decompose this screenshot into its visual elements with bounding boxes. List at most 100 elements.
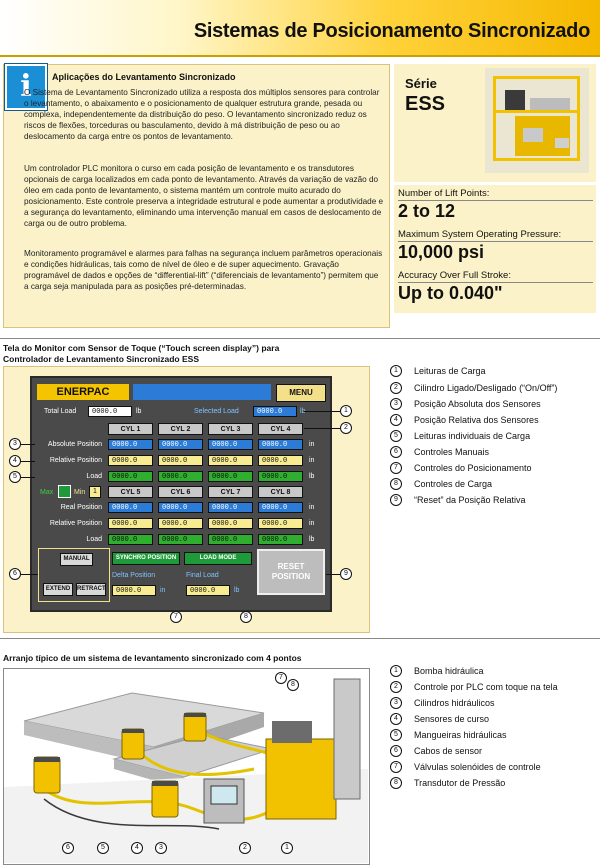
menu-button[interactable]: MENU xyxy=(276,384,326,402)
unit-label: in xyxy=(309,457,315,464)
callout-2: 2 xyxy=(340,422,352,434)
unit-label: in xyxy=(160,587,166,594)
header-divider xyxy=(0,55,600,57)
unit-label: in xyxy=(309,441,315,448)
spec-value-accuracy: Up to 0.040" xyxy=(398,283,503,303)
cyl-header-6[interactable]: CYL 6 xyxy=(158,486,203,498)
load-cyl4: 0000.0 xyxy=(258,471,303,482)
retract-button[interactable]: RETRACT xyxy=(76,583,106,596)
unit-label: in xyxy=(309,504,315,511)
legend-item: 9“Reset” da Posição Relativa xyxy=(390,494,526,506)
spec-divider xyxy=(398,282,593,283)
callout-5: 5 xyxy=(97,842,109,854)
callout-line xyxy=(326,574,340,575)
cyl-header-4[interactable]: CYL 4 xyxy=(258,423,303,435)
real-pos-cyl7: 0000.0 xyxy=(208,502,253,513)
callout-8: 8 xyxy=(240,611,252,623)
rel-pos-cyl8: 0000.0 xyxy=(258,518,303,529)
callout-line xyxy=(304,428,340,429)
delta-position-field[interactable]: 0000.0 xyxy=(112,585,156,596)
final-load-field[interactable]: 0000.0 xyxy=(186,585,230,596)
page-title: Sistemas de Posicionamento Sincronizado xyxy=(193,20,590,42)
page-header xyxy=(0,0,600,55)
lifting-arrangement-illustration xyxy=(4,678,368,863)
cyl-header-5[interactable]: CYL 5 xyxy=(108,486,153,498)
section-divider xyxy=(0,338,600,339)
spec-box-pressure xyxy=(394,226,596,272)
info-icon: i xyxy=(5,64,47,110)
row-label-relative-2: Relative Position xyxy=(49,520,102,527)
load-cyl5: 0000.0 xyxy=(108,534,153,545)
rel-pos-cyl7: 0000.0 xyxy=(208,518,253,529)
unit-label: lb xyxy=(300,408,306,415)
rel-pos-cyl3: 0000.0 xyxy=(208,455,253,466)
product-photo xyxy=(485,68,589,173)
info-paragraph-3: Monitoramento programável e alarmes para… xyxy=(24,249,383,291)
callout-4: 4 xyxy=(9,455,21,467)
selected-load-label: Selected Load xyxy=(194,408,239,415)
callout-4: 4 xyxy=(131,842,143,854)
synchro-position-button[interactable]: SYNCHRO POSITION xyxy=(112,552,180,565)
spec-value-lift-points: 2 to 12 xyxy=(398,201,456,221)
row-label-absolute: Absolute Position xyxy=(47,441,102,448)
min-label: Min xyxy=(74,489,86,496)
callout-line xyxy=(21,574,38,575)
cyl-header-7[interactable]: CYL 7 xyxy=(208,486,253,498)
row-label-load: Load xyxy=(86,473,102,480)
load-cyl6: 0000.0 xyxy=(158,534,203,545)
min-value[interactable]: 1 xyxy=(89,486,101,498)
callout-7: 7 xyxy=(170,611,182,623)
spec-box-lift-points xyxy=(394,185,596,231)
rel-pos-cyl1: 0000.0 xyxy=(108,455,153,466)
info-paragraph-1: O Sistema de Levantamento Sincronizado u… xyxy=(24,88,380,141)
info-paragraph-2: Um controlador PLC monitora o curso em c… xyxy=(24,164,384,228)
callout-8: 8 xyxy=(287,679,299,691)
monitor-caption-line2: Controlador de Levantamento Sincronizado… xyxy=(3,354,199,364)
callout-line xyxy=(304,411,340,412)
monitor-caption-line1: Tela do Monitor com Sensor de Toque (“To… xyxy=(3,343,280,353)
abs-pos-cyl3: 0000.0 xyxy=(208,439,253,450)
rel-pos-cyl6: 0000.0 xyxy=(158,518,203,529)
load-mode-button[interactable]: LOAD MODE xyxy=(184,552,252,565)
spec-label-accuracy: Accuracy Over Full Stroke: xyxy=(398,270,511,281)
total-load-label: Total Load xyxy=(44,408,77,415)
callout-1: 1 xyxy=(281,842,293,854)
rel-pos-cyl2: 0000.0 xyxy=(158,455,203,466)
max-toggle[interactable] xyxy=(58,485,71,498)
rel-pos-cyl5: 0000.0 xyxy=(108,518,153,529)
info-box xyxy=(3,64,390,328)
cyl-header-3[interactable]: CYL 3 xyxy=(208,423,253,435)
delta-position-label: Delta Position xyxy=(112,572,156,579)
reset-position-button[interactable]: RESET POSITION xyxy=(257,549,325,595)
extend-button[interactable]: EXTEND xyxy=(43,583,73,596)
callout-6: 6 xyxy=(9,568,21,580)
unit-label: lb xyxy=(309,536,315,543)
row-label-real: Real Position xyxy=(60,504,102,511)
load-cyl1: 0000.0 xyxy=(108,471,153,482)
series-label: Série xyxy=(405,76,437,91)
callout-6: 6 xyxy=(62,842,74,854)
cyl-header-8[interactable]: CYL 8 xyxy=(258,486,303,498)
cyl-header-1[interactable]: CYL 1 xyxy=(108,423,153,435)
brand-logo: ENERPAC xyxy=(37,384,129,400)
callout-line xyxy=(21,461,35,462)
manual-button[interactable]: MANUAL xyxy=(60,553,93,566)
unit-label: in xyxy=(309,520,315,527)
spec-divider xyxy=(398,241,593,242)
callout-9: 9 xyxy=(340,568,352,580)
spec-label-lift-points: Number of Lift Points: xyxy=(398,188,490,199)
cyl-header-2[interactable]: CYL 2 xyxy=(158,423,203,435)
callout-3: 3 xyxy=(9,438,21,450)
spec-label-pressure: Maximum System Operating Pressure: xyxy=(398,229,562,240)
